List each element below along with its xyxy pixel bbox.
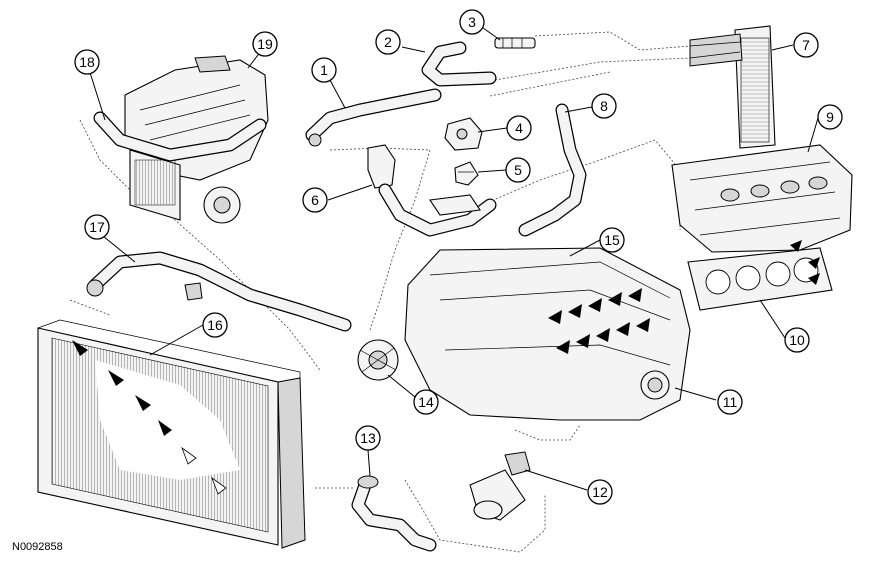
upper-radiator-hose xyxy=(86,251,352,332)
callout-19-label: 19 xyxy=(257,36,273,52)
engine-block xyxy=(404,247,691,421)
callout-4-label: 4 xyxy=(515,120,523,136)
callout-5: 5 xyxy=(505,157,531,183)
callout-10-label: 10 xyxy=(789,332,805,348)
callout-13-label: 13 xyxy=(360,430,376,446)
callout-9: 9 xyxy=(817,104,843,130)
callout-14: 14 xyxy=(413,389,439,415)
callout-11: 11 xyxy=(717,389,743,415)
callout-17: 17 xyxy=(84,214,110,240)
callout-11-label: 11 xyxy=(723,394,738,410)
bypass-tube xyxy=(518,103,587,237)
figure-id: N0092858 xyxy=(12,541,63,553)
head-gasket xyxy=(687,240,833,311)
callout-1: 1 xyxy=(311,57,337,83)
thermostat-housing xyxy=(444,117,483,151)
coolant-tube-assembly xyxy=(367,144,497,237)
heater-hose-return xyxy=(421,41,497,87)
callout-5-label: 5 xyxy=(514,162,522,178)
lower-radiator-hose xyxy=(351,475,437,552)
callout-6: 6 xyxy=(302,187,328,213)
thermostat xyxy=(454,161,479,186)
callout-16-label: 16 xyxy=(207,317,223,333)
callout-9-label: 9 xyxy=(826,109,834,125)
callout-8-label: 8 xyxy=(600,98,608,114)
hose-connector xyxy=(494,37,536,49)
callout-10: 10 xyxy=(784,327,810,353)
oil-cooler xyxy=(469,451,531,521)
radiator xyxy=(37,319,306,549)
heater-supply-hose xyxy=(305,88,442,147)
callout-15: 15 xyxy=(599,227,625,253)
water-pump xyxy=(357,339,399,381)
callout-14-label: 14 xyxy=(418,394,434,410)
coolant-flow-paths xyxy=(69,31,691,553)
callout-4: 4 xyxy=(506,115,532,141)
callout-7: 7 xyxy=(793,32,819,58)
callout-3-label: 3 xyxy=(468,14,476,30)
callout-8: 8 xyxy=(591,93,617,119)
callout-6-label: 6 xyxy=(311,192,319,208)
callout-13: 13 xyxy=(355,425,381,451)
cylinder-head xyxy=(671,144,853,253)
callout-12: 12 xyxy=(587,479,613,505)
callout-15-label: 15 xyxy=(604,232,620,248)
callout-7-label: 7 xyxy=(802,37,810,53)
callout-3: 3 xyxy=(459,9,485,35)
callout-2-label: 2 xyxy=(384,34,392,50)
cylinder-flow-arrows xyxy=(548,288,650,354)
callout-18: 18 xyxy=(74,49,100,75)
callout-16: 16 xyxy=(202,312,228,338)
callout-19: 19 xyxy=(252,31,278,57)
callout-12-label: 12 xyxy=(592,484,608,500)
degas-hose xyxy=(93,111,267,162)
callout-2: 2 xyxy=(375,29,401,55)
heater-core xyxy=(689,25,776,149)
callout-17-label: 17 xyxy=(89,219,105,235)
callout-18-label: 18 xyxy=(79,54,95,70)
callout-1-label: 1 xyxy=(320,62,328,78)
